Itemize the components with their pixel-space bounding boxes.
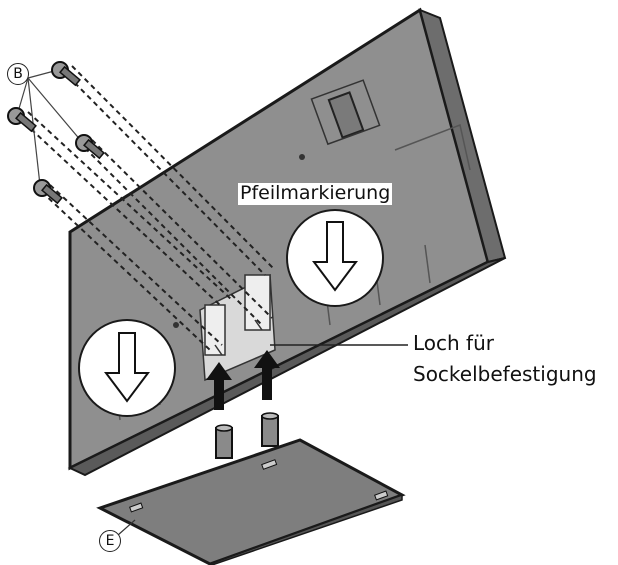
screw-icon — [75, 134, 105, 160]
screw-icon — [33, 179, 63, 205]
down-arrow-icon — [312, 221, 358, 292]
up-arrow-right — [254, 350, 280, 400]
tv-back-panel — [67, 7, 507, 477]
hole-label-line1: Loch für — [413, 331, 494, 355]
screw-icon — [51, 61, 81, 87]
callout-b-screws: B — [7, 63, 29, 85]
screw-icon — [7, 107, 37, 133]
hole-label-line2: Sockelbefestigung — [413, 362, 597, 386]
magnified-arrow-circle-left — [78, 319, 176, 417]
arrow-marking-label: Pfeilmarkierung — [238, 182, 393, 205]
down-arrow-icon — [104, 332, 150, 403]
callout-e-stand: E — [99, 530, 121, 552]
magnified-arrow-circle-right — [286, 209, 384, 307]
stand-base — [96, 438, 406, 565]
screw-guide-lines — [17, 65, 276, 351]
callout-b-leaders — [17, 69, 83, 186]
stand-posts — [215, 412, 279, 459]
up-arrow-left — [206, 362, 232, 410]
